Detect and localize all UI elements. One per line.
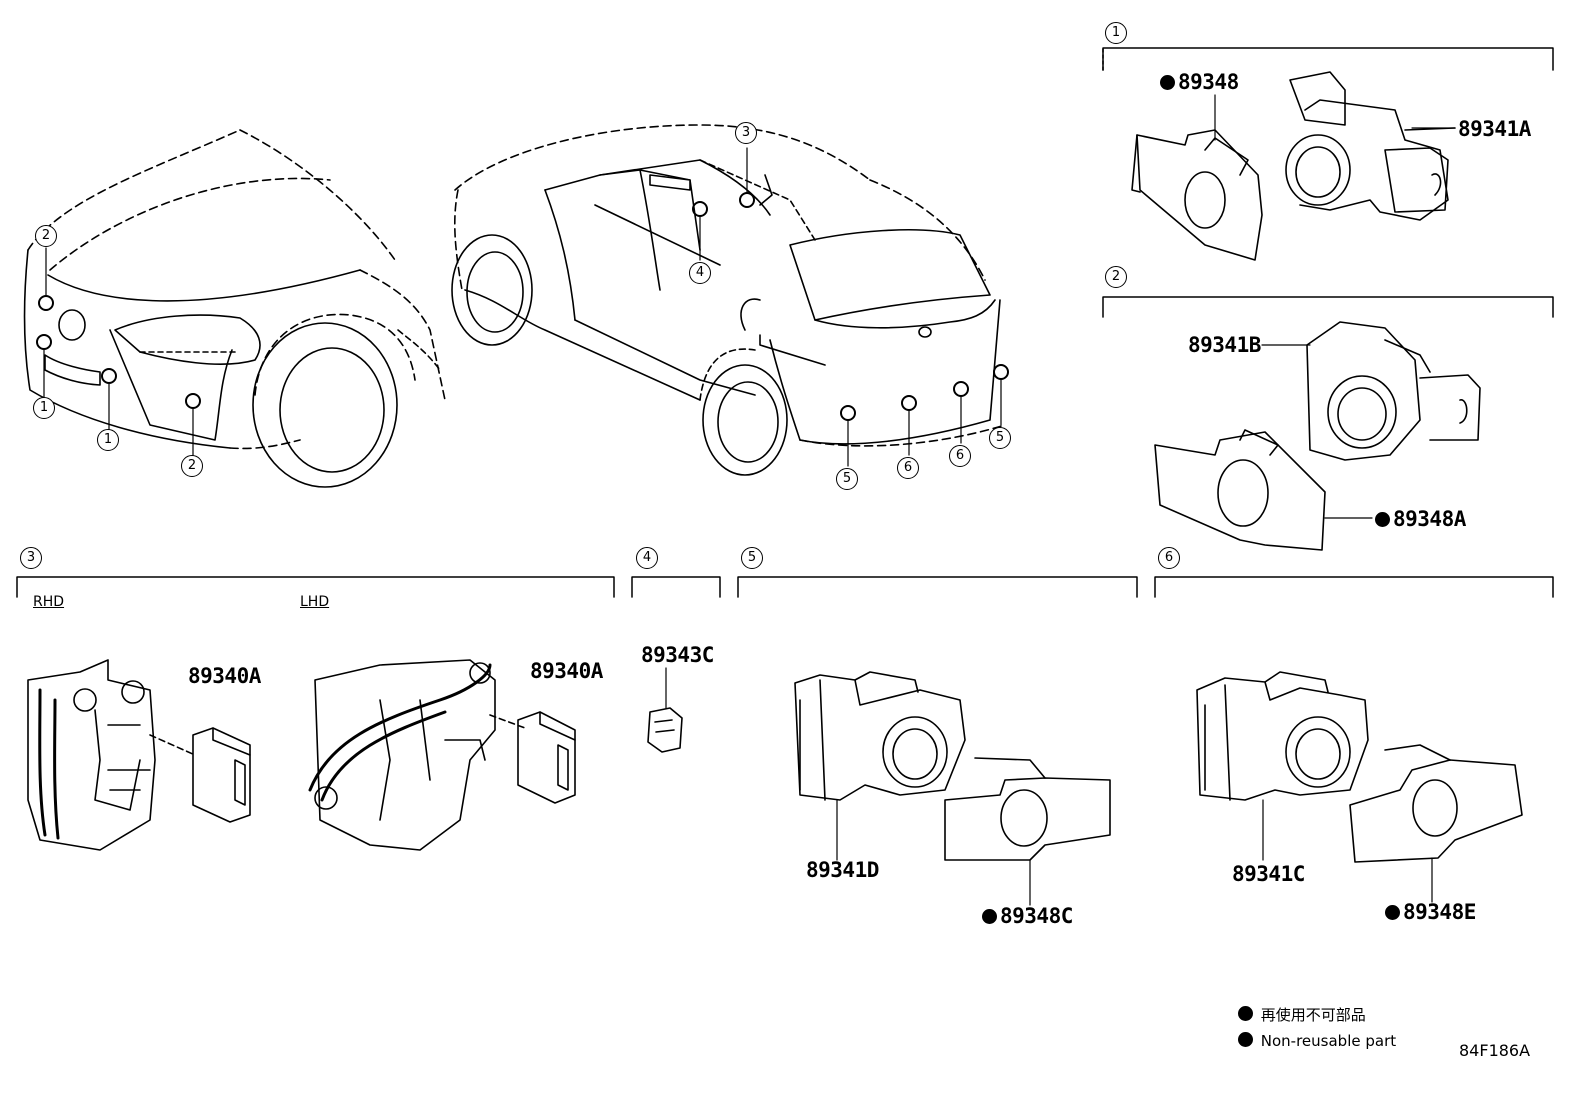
callout-4: 4 [689,262,711,284]
legend-japanese-text: 再使用不可部品 [1260,1006,1366,1024]
ecu-89340A-rhd-drawing [192,727,251,823]
part-label-89343C: 89343C [641,643,714,667]
part-label-89341A: 89341A [1458,117,1531,141]
sensor-marker [38,295,54,311]
non-reusable-dot-icon [1160,75,1175,90]
part-label-89348: 89348 [1160,72,1239,93]
sensor-marker [692,201,708,217]
sensor-89341B-drawing [1306,321,1481,461]
retainer-89348A-drawing [1154,429,1326,551]
legend-japanese: 再使用不可部品 [1238,1006,1366,1023]
callout-3: 3 [735,122,757,144]
retainer-89348E-drawing [1349,744,1523,903]
front-car-illustration [23,129,446,488]
rhd-bracket-drawing [27,659,196,851]
part-leader-lines [1214,94,1456,519]
ecu-89340A-lhd-drawing [517,711,576,804]
sensor-marker [185,393,201,409]
legend-english: Non-reusable part [1238,1032,1396,1049]
part-label-89348E: 89348E [1385,902,1476,923]
part-label-89341D: 89341D [806,858,879,882]
sensor-marker [101,368,117,384]
sensor-marker [840,405,856,421]
legend-english-text: Non-reusable part [1260,1032,1397,1050]
callout-6: 6 [897,457,919,479]
callout-1: 1 [97,429,119,451]
section-brackets [16,47,1554,598]
section-callout-5: 5 [741,547,763,569]
callout-6: 6 [949,445,971,467]
lhd-label: LHD [300,594,330,610]
part-label-89341B: 89341B [1188,333,1261,357]
retainer-89348C-drawing [944,757,1111,906]
non-reusable-dot-icon [1238,1032,1253,1047]
lhd-bracket-drawing [308,659,526,851]
sensor-marker [953,381,969,397]
part-label-89340A-lhd: 89340A [530,659,603,683]
sensor-markers [36,192,1009,421]
rhd-label: RHD [33,594,65,610]
section-callout-2: 2 [1105,266,1127,288]
section-callout-1: 1 [1105,22,1127,44]
part-label-89341C: 89341C [1232,862,1305,886]
leader-lines [43,147,1002,467]
illustration-code: 84F186A [1459,1041,1531,1060]
section-callout-6: 6 [1158,547,1180,569]
sensor-marker [739,192,755,208]
part-label-89340A-rhd: 89340A [188,664,261,688]
sensor-marker [993,364,1009,380]
sensor-89341C-drawing [1196,671,1369,861]
callout-2: 2 [35,225,57,247]
rear-car-illustration [451,124,1006,476]
part-label-89348C: 89348C [982,906,1073,927]
sensor-marker [901,395,917,411]
retainer-89348-drawing [1131,129,1263,261]
sensor-marker [36,334,52,350]
non-reusable-dot-icon [1375,512,1390,527]
section-callout-4: 4 [636,547,658,569]
non-reusable-dot-icon [1238,1006,1253,1021]
connector-89343C-drawing [647,667,683,753]
sensor-89341D-drawing [794,671,966,861]
non-reusable-dot-icon [982,909,997,924]
callout-1: 1 [33,397,55,419]
non-reusable-dot-icon [1385,905,1400,920]
sensor-89341A-drawing [1285,71,1456,221]
callout-5: 5 [989,427,1011,449]
part-label-89348A: 89348A [1375,509,1466,530]
section-callout-3: 3 [20,547,42,569]
callout-5: 5 [836,468,858,490]
callout-2: 2 [181,455,203,477]
